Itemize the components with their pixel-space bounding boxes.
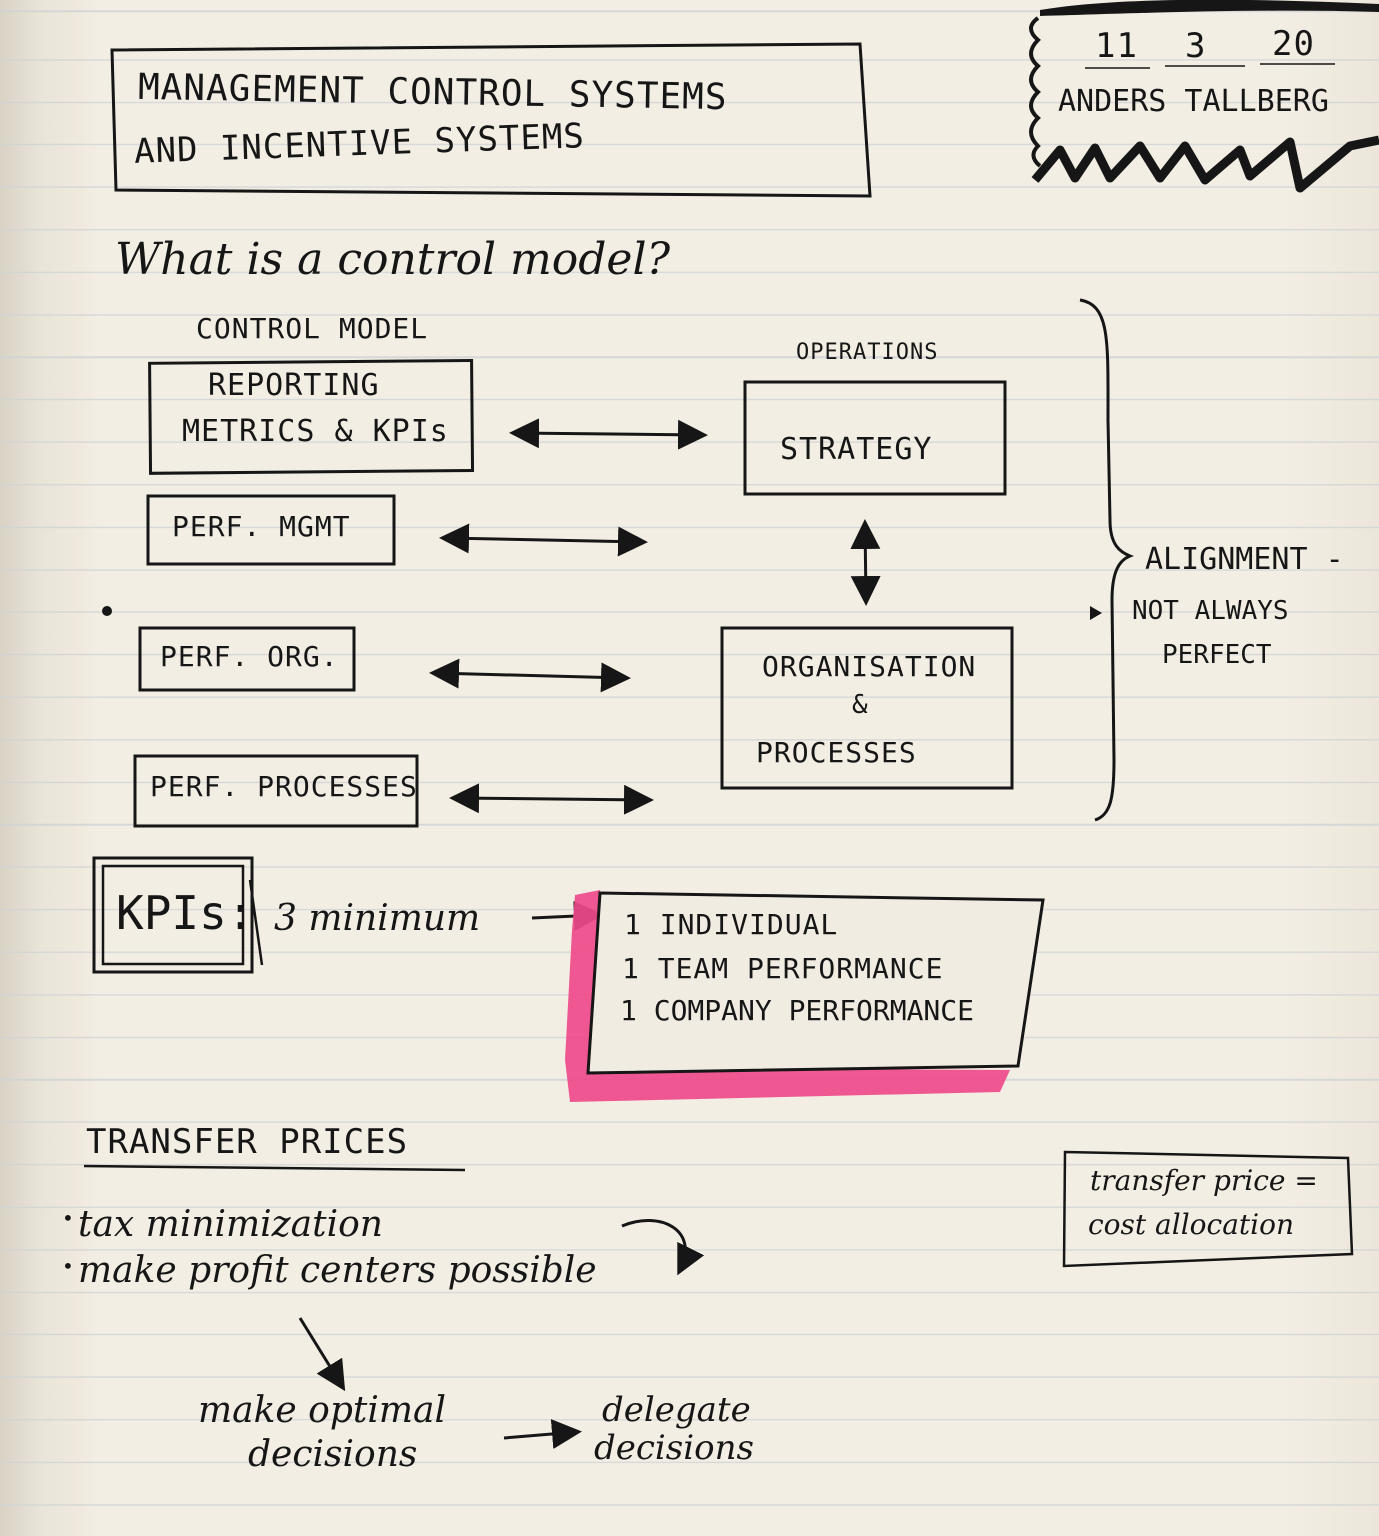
flow-right-line-2: decisions	[594, 1428, 754, 1468]
curly-brace	[1079, 298, 1135, 822]
note-box	[1062, 1150, 1354, 1268]
author-name: ANDERS TALLBERG	[1058, 84, 1329, 119]
box-perf-processes	[133, 754, 419, 828]
flow-left-line-2: decisions	[248, 1434, 418, 1475]
alignment-line-2: NOT ALWAYS	[1132, 596, 1289, 626]
bullet-dot-2: •	[62, 1254, 74, 1278]
box-organisation	[720, 626, 1014, 790]
arrow-delegate	[503, 1419, 582, 1449]
ink-scribble-top	[1040, 0, 1379, 16]
flow-right-line-1: delegate	[602, 1390, 751, 1430]
kpi-item-team: 1 TEAM PERFORMANCE	[622, 952, 944, 985]
alignment-line-1: ALIGNMENT -	[1145, 542, 1344, 577]
title-box	[110, 42, 872, 198]
kpi-box-inner	[101, 864, 245, 966]
alignment-line-3: PERFECT	[1162, 640, 1272, 670]
curved-arrow	[621, 1219, 705, 1276]
transfer-prices-heading: TRANSFER PRICES	[86, 1122, 409, 1162]
arrow-org	[429, 658, 631, 693]
arrow-reporting-strategy	[509, 418, 708, 450]
label-strategy: STRATEGY	[780, 432, 933, 467]
note-line-2: cost allocation	[1088, 1208, 1294, 1241]
operations-heading: OPERATIONS	[796, 340, 939, 365]
wavy-bracket	[1029, 16, 1042, 168]
control-model-heading: CONTROL MODEL	[196, 312, 429, 345]
arrow-strategy-org	[850, 519, 881, 606]
bullet-dot-1: •	[62, 1206, 74, 1230]
label-perf-mgmt: PERF. MGMT	[172, 510, 351, 543]
arrow-processes	[449, 783, 654, 815]
date-month: 3	[1185, 26, 1207, 66]
label-organisation: ORGANISATION	[762, 650, 977, 683]
kpi-label: KPIs:	[116, 886, 255, 940]
box-strategy	[743, 380, 1007, 496]
label-perf-org: PERF. ORG.	[160, 640, 339, 673]
date-day: 11	[1095, 26, 1138, 66]
label-perf-processes: PERF. PROCESSES	[150, 770, 418, 803]
box-perf-org	[138, 626, 356, 692]
arrow-down	[298, 1317, 346, 1392]
box-reporting	[148, 358, 475, 475]
bullet-tax: tax minimization	[78, 1204, 383, 1245]
kpi-item-individual: 1 INDIVIDUAL	[624, 908, 839, 941]
arrow-mgmt	[439, 523, 648, 557]
kpi-items-box	[586, 891, 1045, 1075]
bullet-profit-centers: make profit centers possible	[78, 1250, 597, 1291]
kpi-item-company: 1 COMPANY PERFORMANCE	[620, 994, 975, 1027]
note-line-1: transfer price =	[1090, 1164, 1318, 1197]
label-processes: PROCESSES	[756, 736, 917, 769]
flow-left-line-1: make optimal	[198, 1390, 446, 1431]
ink-zigzag	[1031, 135, 1379, 193]
kpi-minimum: 3 minimum	[274, 898, 481, 939]
pink-highlight	[565, 890, 1010, 1102]
question: What is a control model?	[115, 234, 671, 285]
label-ampersand: &	[852, 690, 869, 720]
box-perf-mgmt	[146, 494, 396, 566]
label-metrics-kpis: METRICS & KPIs	[182, 414, 449, 449]
kpi-box-outer	[92, 856, 254, 974]
label-reporting: REPORTING	[208, 368, 380, 403]
date-year: 20	[1272, 24, 1315, 64]
